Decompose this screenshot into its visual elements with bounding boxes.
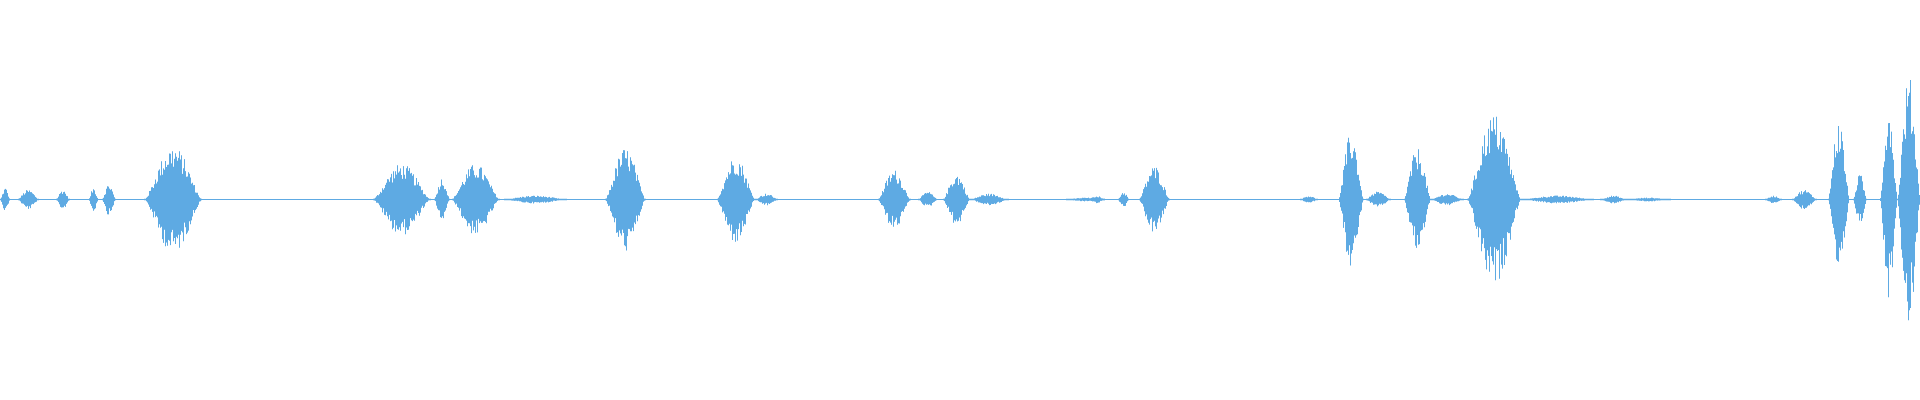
waveform-burst-33: [1853, 175, 1867, 221]
waveform-burst-15: [943, 176, 970, 223]
waveform-burst-28: [1600, 195, 1627, 204]
waveform-burst-20: [1139, 167, 1170, 232]
waveform-burst-6: [373, 165, 431, 235]
waveform-burst-22: [1339, 137, 1364, 266]
waveform-burst-10: [605, 150, 646, 251]
waveform-burst-23: [1366, 191, 1391, 207]
waveform-burst-35: [1897, 80, 1920, 321]
waveform-burst-0: [0, 188, 10, 210]
waveform-burst-16: [970, 193, 1009, 206]
waveform-burst-34: [1880, 123, 1897, 298]
waveform-burst-14: [918, 192, 937, 206]
waveform-burst-25: [1431, 194, 1464, 206]
waveform-burst-24: [1404, 149, 1431, 248]
waveform-burst-30: [1765, 195, 1782, 203]
waveform-burst-13: [878, 170, 911, 227]
waveform-burst-3: [89, 189, 98, 211]
waveform-burst-31: [1792, 190, 1817, 209]
waveform-burst-26: [1467, 116, 1521, 281]
waveform-burst-12: [755, 193, 778, 206]
waveform-burst-19: [1118, 193, 1129, 206]
waveform-bursts: [0, 80, 1920, 321]
waveform-burst-5: [144, 151, 202, 248]
waveform-burst-7: [434, 179, 450, 219]
waveform-burst-9: [504, 195, 567, 204]
waveform-burst-1: [18, 190, 39, 209]
waveform-burst-27: [1521, 195, 1594, 204]
waveform-burst-2: [56, 191, 70, 208]
waveform-burst-8: [452, 165, 500, 234]
waveform-burst-21: [1300, 196, 1318, 203]
waveform-burst-11: [717, 161, 755, 242]
waveform-burst-18: [1089, 196, 1105, 204]
waveform-burst-29: [1627, 197, 1671, 202]
waveform-burst-32: [1828, 126, 1849, 262]
waveform-burst-4: [102, 186, 116, 215]
